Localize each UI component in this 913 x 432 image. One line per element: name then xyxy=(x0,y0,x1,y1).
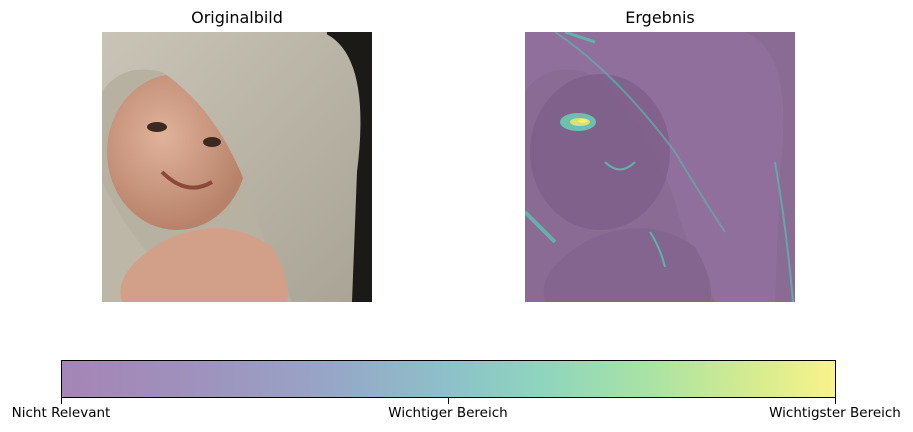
colorbar-tick xyxy=(835,398,836,404)
colorbar-tick xyxy=(61,398,62,404)
colorbar-label-high: Wichtigster Bereich xyxy=(769,405,901,421)
result-heatmap-image xyxy=(525,32,795,302)
colorbar-label-low: Nicht Relevant xyxy=(11,405,111,421)
colorbar xyxy=(61,360,836,398)
colorbar-tick xyxy=(448,398,449,404)
result-image-title: Ergebnis xyxy=(625,8,695,27)
original-image-title: Originalbild xyxy=(191,8,283,27)
original-image xyxy=(102,32,372,302)
colorbar-label-mid: Wichtiger Bereich xyxy=(388,405,508,421)
